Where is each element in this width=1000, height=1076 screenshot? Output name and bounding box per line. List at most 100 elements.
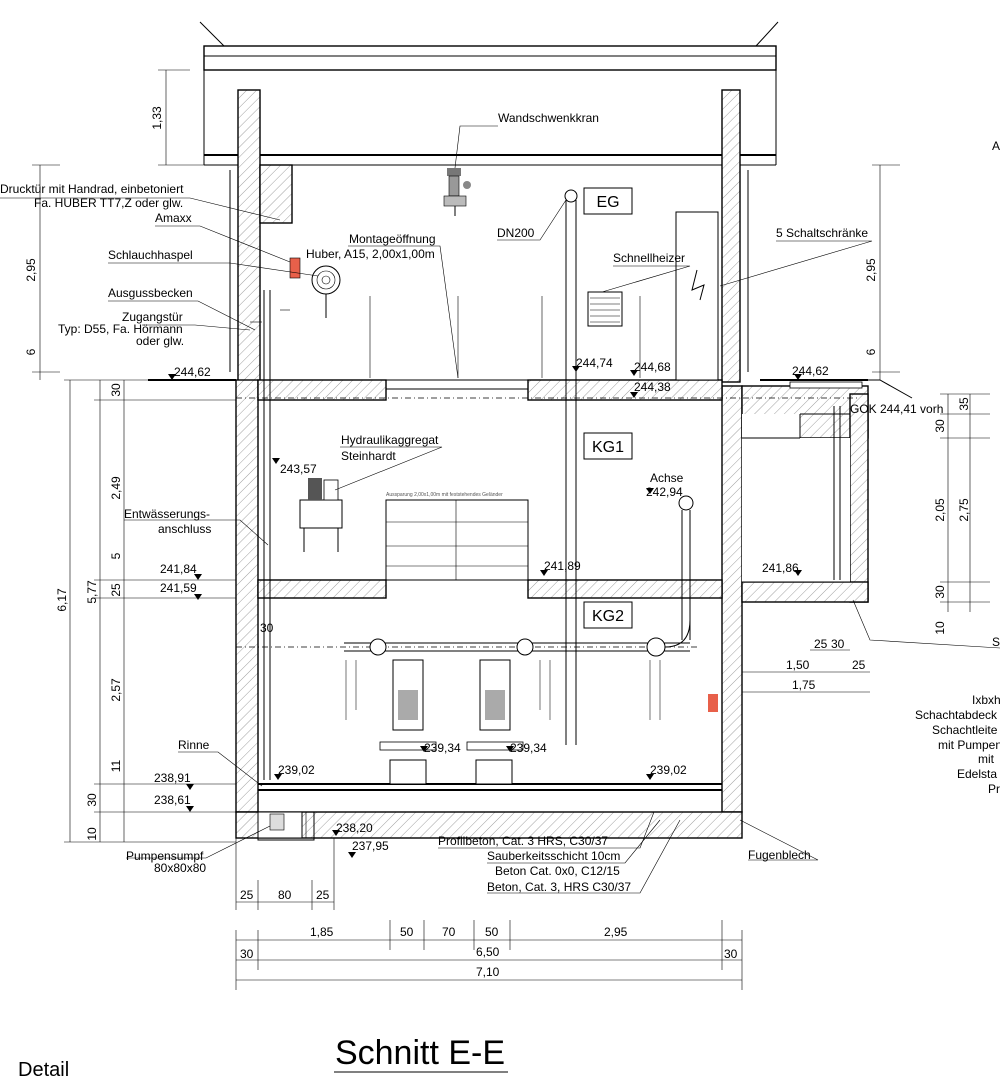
eg-walls xyxy=(229,89,749,383)
dim-6-17: 6,17 xyxy=(55,588,69,612)
right-note-1: Schachtabdeck xyxy=(915,708,998,722)
dim-2-75: 2,75 xyxy=(957,498,971,522)
dim-80: 80 xyxy=(278,888,292,902)
label-schlauchhaspel: Schlauchhaspel xyxy=(108,248,193,262)
dimension-texts: 1,33 2,95 6 2,95 6 30 2,49 5 25 5,77 6,1… xyxy=(24,106,971,979)
dim-6-left: 6 xyxy=(24,348,38,355)
dim-2-49: 2,49 xyxy=(109,476,123,500)
level-244-68: 244,68 xyxy=(634,360,671,374)
dim-25-t: 25 xyxy=(852,658,866,672)
level-241-89: 241,89 xyxy=(544,559,581,573)
crane-hook-icon xyxy=(443,168,471,216)
heater-icon xyxy=(587,291,623,327)
dim-50-a: 50 xyxy=(400,925,414,939)
dim-50-b: 50 xyxy=(485,925,499,939)
dim-30-b: 30 xyxy=(85,793,99,807)
right-note-6: Pr xyxy=(988,782,1000,796)
label-profilbeton: Profilbeton, Cat. 3 HRS, C30/37 xyxy=(438,834,608,848)
label-schaltschraenke: 5 Schaltschränke xyxy=(776,226,868,240)
dim-30-r1: 30 xyxy=(933,419,947,433)
label-achse: Achse xyxy=(650,471,684,485)
annotations: Wandschwenkkran Drucktür mit Handrad, ei… xyxy=(0,111,1000,894)
level-markers xyxy=(168,366,802,858)
label-right-s: S xyxy=(992,635,1000,649)
right-note-5: Edelsta xyxy=(957,767,997,781)
label-fugenblech: Fugenblech xyxy=(748,848,811,862)
label-zugang-1: Zugangstür xyxy=(122,310,183,324)
dim-1-85: 1,85 xyxy=(310,925,334,939)
label-gok: GOK 244,41 vorh xyxy=(850,402,943,416)
dim-25-c: 25 xyxy=(316,888,330,902)
railing-icon xyxy=(385,499,529,581)
dim-25-s: 25 xyxy=(814,637,828,651)
detail-label: Detail xyxy=(18,1059,69,1076)
dim-30-inner: 30 xyxy=(260,621,274,635)
dim-25-b: 25 xyxy=(240,888,254,902)
dim-30-left: 30 xyxy=(240,947,254,961)
label-zugang-2: Typ: D55, Fa. Hörmann xyxy=(58,322,183,336)
level-242-94: 242,94 xyxy=(646,485,683,499)
dim-6-50: 6,50 xyxy=(476,945,500,959)
label-hydraulik-1: Hydraulikaggregat xyxy=(341,433,439,447)
amaxx-icon xyxy=(289,257,301,279)
dim-1-75: 1,75 xyxy=(792,678,816,692)
label-aussparung: Aussparung 2,00x1,00m mit feststehendes … xyxy=(386,492,503,498)
label-pumpensumpf-1: Pumpensumpf xyxy=(126,849,204,863)
dim-30-s: 30 xyxy=(831,637,845,651)
dim-2-95-bottom: 2,95 xyxy=(604,925,628,939)
dim-2-95-right: 2,95 xyxy=(864,258,878,282)
level-244-62-left: 244,62 xyxy=(174,365,211,379)
dimension-lines xyxy=(32,69,990,990)
leader-lines xyxy=(0,125,1000,894)
label-right-a: A xyxy=(992,139,1000,153)
dim-30-a: 30 xyxy=(109,383,123,397)
dim-2-95-left: 2,95 xyxy=(24,258,38,282)
label-sauberkeit: Sauberkeitsschicht 10cm xyxy=(487,849,620,863)
hose-reel-icon xyxy=(311,265,341,318)
right-note-2: Schachtleite xyxy=(932,723,998,737)
level-238-61: 238,61 xyxy=(154,793,191,807)
level-243-57: 243,57 xyxy=(280,462,317,476)
level-238-20: 238,20 xyxy=(336,821,373,835)
label-beton-c30: Beton, Cat. 3, HRS C30/37 xyxy=(487,880,631,894)
dim-10: 10 xyxy=(85,827,99,841)
right-note-0: Ixbxh xyxy=(972,693,1000,707)
dim-35: 35 xyxy=(957,397,971,411)
label-entwaesserung-1: Entwässerungs- xyxy=(124,507,210,521)
dim-1-50: 1,50 xyxy=(786,658,810,672)
drawing-title: Schnitt E-E xyxy=(335,1034,505,1072)
label-wandschwenkkran: Wandschwenkkran xyxy=(498,111,599,125)
label-montage-2: Huber, A15, 2,00x1,00m xyxy=(306,247,435,261)
dim-10-r: 10 xyxy=(933,621,947,635)
level-239-34-a: 239,34 xyxy=(424,741,461,755)
level-239-34-b: 239,34 xyxy=(510,741,547,755)
right-note-4: mit xyxy=(978,752,995,766)
dim-2-57: 2,57 xyxy=(109,678,123,702)
eg-equipment xyxy=(250,168,719,780)
label-schnellheizer: Schnellheizer xyxy=(613,251,685,265)
label-ausgussbecken: Ausgussbecken xyxy=(108,286,193,300)
right-note-3: mit Pumpen xyxy=(938,738,1000,752)
room-tags: EG KG1 KG2 xyxy=(583,187,633,629)
room-label-kg1: KG1 xyxy=(592,439,624,456)
dim-11: 11 xyxy=(109,759,123,772)
level-244-74: 244,74 xyxy=(576,356,613,370)
level-244-38: 244,38 xyxy=(634,380,671,394)
label-drucktuer-1: Drucktür mit Handrad, einbetoniert xyxy=(0,182,184,196)
room-label-eg: EG xyxy=(596,194,619,211)
label-pumpensumpf-2: 80x80x80 xyxy=(154,861,206,875)
level-241-86: 241,86 xyxy=(762,561,799,575)
dim-6-right: 6 xyxy=(864,348,878,355)
dim-30-r2: 30 xyxy=(933,585,947,599)
label-amaxx: Amaxx xyxy=(155,211,192,225)
label-hydraulik-2: Steinhardt xyxy=(341,449,396,463)
dim-70: 70 xyxy=(442,925,456,939)
dim-7-10: 7,10 xyxy=(476,965,500,979)
pump-2-icon xyxy=(466,659,524,785)
kg1-equipment xyxy=(299,406,841,640)
basement-structure xyxy=(148,379,913,870)
label-montage-1: Montageöffnung xyxy=(349,232,436,246)
roof-structure xyxy=(199,21,779,166)
room-label-kg2: KG2 xyxy=(592,608,624,625)
